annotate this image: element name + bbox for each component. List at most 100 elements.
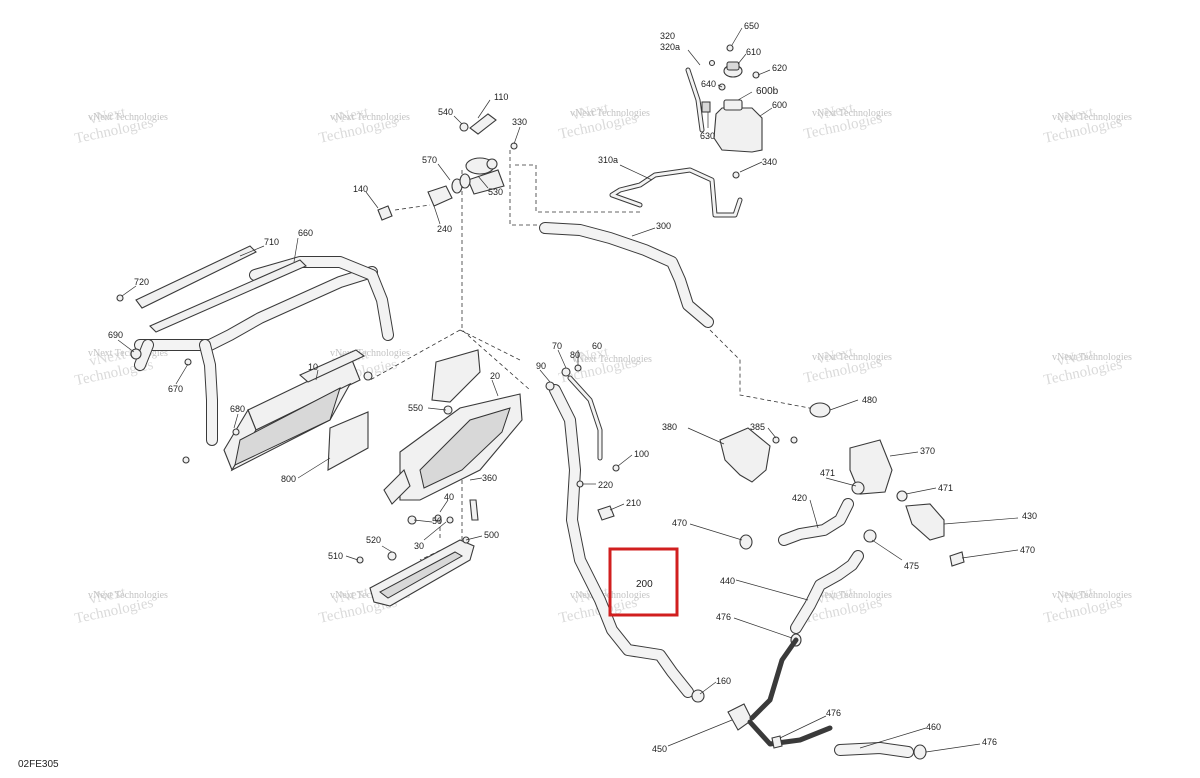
watermark: vNext Technologies	[1052, 112, 1132, 123]
callout-100: 100	[634, 449, 649, 459]
callout-240: 240	[437, 224, 452, 234]
callout-475: 475	[904, 561, 919, 571]
callout-540: 540	[438, 107, 453, 117]
expansion-tank-assembly	[609, 44, 763, 218]
guard-bar	[149, 259, 307, 333]
expansion-tank	[713, 107, 763, 153]
leader-lines	[117, 27, 1019, 753]
svg-text:vNext: vNext	[571, 100, 611, 123]
upper-hose	[539, 222, 714, 328]
fan-shroud-assembly	[383, 393, 523, 525]
callout-550: 550	[408, 403, 423, 413]
callout-471: 471	[820, 468, 835, 478]
callout-800: 800	[281, 474, 296, 484]
svg-text:vNext: vNext	[331, 104, 371, 127]
callout-220: 220	[598, 480, 613, 490]
watermark: vNext Technologies	[1042, 584, 1124, 627]
svg-text:vNext: vNext	[816, 584, 856, 607]
callout-110: 110	[494, 92, 508, 102]
callout-471: 471	[938, 483, 953, 493]
svg-text:vNext: vNext	[88, 584, 128, 607]
callout-520: 520	[366, 535, 381, 545]
svg-text:vNext: vNext	[1056, 584, 1096, 607]
hose-adapter	[427, 185, 453, 207]
callout-300: 300	[656, 221, 671, 231]
svg-text:vNext: vNext	[88, 346, 128, 369]
side-panel-800	[327, 411, 369, 471]
watermark: vNext Technologies	[88, 590, 168, 601]
svg-text:vNext: vNext	[1056, 346, 1096, 369]
tank-bracket	[701, 101, 711, 113]
watermark: vNext Technologies	[88, 348, 168, 359]
callout-450: 450	[652, 744, 667, 754]
watermark: vNext Technologies	[330, 590, 410, 601]
callout-476: 476	[982, 737, 997, 747]
bracket-380	[719, 427, 798, 483]
lower-bracket-500	[356, 536, 475, 607]
callout-50: 50	[432, 516, 442, 526]
svg-text:vNext: vNext	[88, 104, 128, 127]
callout-640: 640	[701, 79, 716, 89]
watermark: vNext Technologies	[330, 112, 410, 123]
callout-690: 690	[108, 330, 123, 340]
clamp	[459, 173, 471, 189]
callout-160: 160	[716, 676, 731, 686]
guard-bar	[135, 245, 257, 309]
callout-40: 40	[444, 492, 454, 502]
callout-710: 710	[264, 237, 279, 247]
callout-620: 620	[772, 63, 787, 73]
upper-panel	[431, 349, 481, 403]
callout-660: 660	[298, 228, 313, 238]
watermark: vNext Technologies	[88, 112, 168, 123]
watermark: vNext Technologies	[73, 104, 155, 147]
radiator-guard-frame	[116, 245, 394, 464]
tank-screw	[726, 44, 734, 52]
sensor	[377, 205, 393, 221]
diagram-code: 02FE305	[18, 759, 59, 770]
frame-screw	[116, 294, 124, 302]
svg-text:vNext: vNext	[571, 344, 611, 367]
callout-476: 476	[826, 708, 841, 718]
radiator	[223, 349, 373, 472]
svg-text:vNext: vNext	[331, 584, 371, 607]
highlight-box[interactable]	[608, 547, 679, 617]
callout-600: 600	[772, 100, 787, 110]
callout-210: 210	[626, 498, 641, 508]
callout-460: 460	[926, 722, 941, 732]
tee-fitting-and-hose	[691, 637, 927, 760]
callout-610: 610	[746, 47, 761, 57]
frame-screw	[184, 358, 192, 366]
callout-430: 430	[1022, 511, 1037, 521]
callout-470: 470	[672, 518, 687, 528]
callout-80: 80	[570, 350, 580, 360]
callout-320a: 320a	[660, 42, 680, 52]
watermark: vNext Technologies	[812, 590, 892, 601]
thermostat-cap	[469, 113, 497, 135]
watermark: vNext Technologies	[1052, 590, 1132, 601]
highlight-label-200[interactable]: 200	[636, 579, 653, 590]
callout-310a: 310a	[598, 155, 618, 165]
callout-420: 420	[792, 493, 807, 503]
tank-screw	[708, 59, 716, 67]
callout-320: 320	[660, 31, 675, 41]
frame-screw	[182, 456, 190, 464]
callout-630: 630	[700, 131, 715, 141]
callout-70: 70	[552, 341, 562, 351]
callout-385: 385	[750, 422, 765, 432]
filler-body	[467, 169, 505, 195]
callout-30: 30	[414, 541, 424, 551]
hose-420	[739, 498, 854, 550]
watermark: vNext Technologies	[812, 352, 892, 363]
callout-360: 360	[482, 473, 497, 483]
callout-380: 380	[662, 422, 677, 432]
svg-text:vNext: vNext	[1056, 104, 1096, 127]
callout-470: 470	[1020, 545, 1035, 555]
watermark: vNext Technologies	[330, 348, 410, 359]
watermark-layer: vNext Technologies vNext Technologies vN…	[73, 100, 1132, 627]
callout-480: 480	[862, 395, 877, 405]
cap-screw	[459, 122, 469, 132]
watermark: vNext Technologies	[572, 354, 652, 365]
callout-670: 670	[168, 384, 183, 394]
tank-clamp	[732, 171, 740, 179]
